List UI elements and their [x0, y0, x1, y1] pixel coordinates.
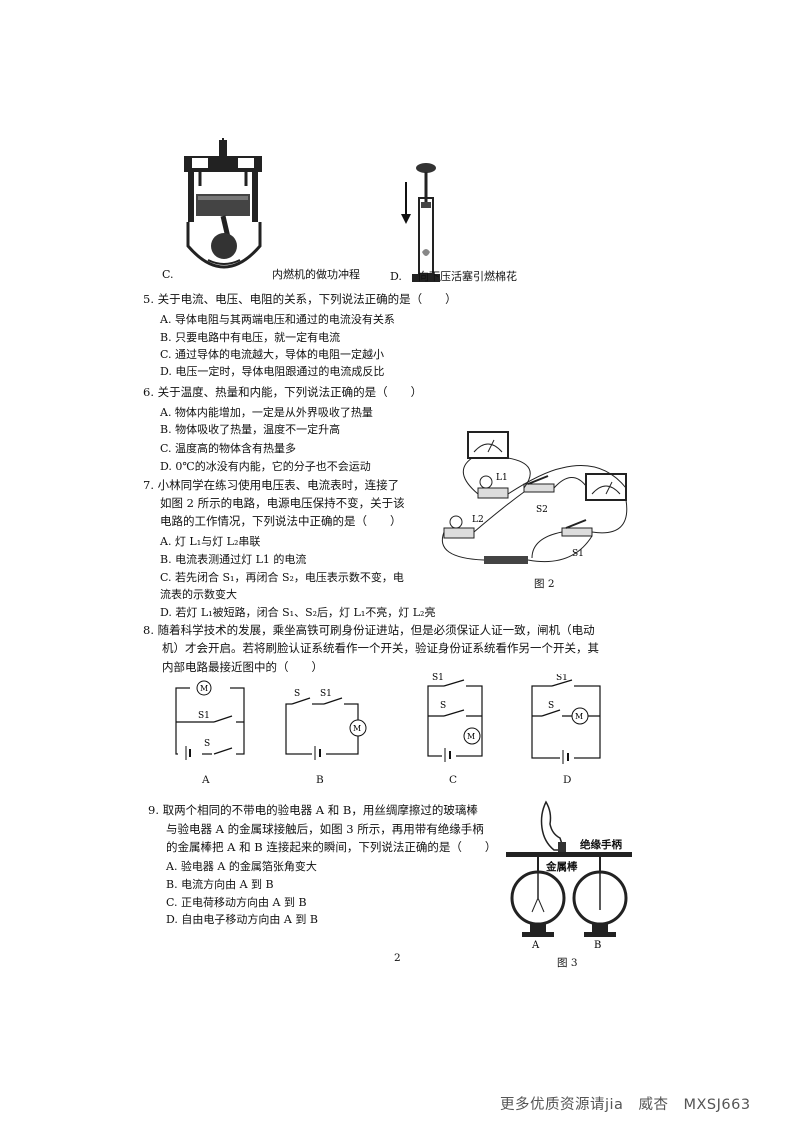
circuit-d: S1 S M [528, 673, 608, 764]
q7-option-a: A. 灯 L₁与灯 L₂串联 [160, 535, 261, 548]
circuit-a-label: A [202, 774, 210, 786]
figure-2-label-l2: L2 [472, 515, 484, 525]
q8-stem-line-2: 机）才会开启。若将刷脸认证系统看作一个开关，验证身份证系统看作另一个开关，其 [162, 641, 599, 655]
figure-2-label-l1: L1 [496, 473, 508, 483]
figure-2-circuit: L1 S2 L2 S1 [432, 428, 632, 588]
q7-option-c-cont: 流表的示数变大 [160, 588, 237, 601]
circuit-b-s: S [294, 689, 300, 699]
q9-option-b: B. 电流方向由 A 到 B [166, 878, 274, 891]
circuit-a-s1: S1 [198, 711, 210, 721]
q9-option-c: C. 正电荷移动方向由 A 到 B [166, 896, 307, 909]
circuit-c: S1 S M [422, 672, 492, 762]
q7-option-c: C. 若先闭合 S₁，再闭合 S₂，电压表示数不变，电 [160, 571, 404, 584]
q9-stem-line-3: 的金属棒把 A 和 B 连接起来的瞬间，下列说法正确的是（ ） [166, 840, 497, 854]
circuit-b-label: B [316, 774, 324, 786]
figure-2-label-s1: S1 [572, 549, 584, 559]
page-number: 2 [394, 952, 401, 964]
q5-stem: 5. 关于电流、电压、电阻的关系，下列说法正确的是（ ） [143, 292, 457, 306]
q5-option-d: D. 电压一定时，导体电阻跟通过的电流成反比 [160, 365, 385, 378]
figure-3-caption: 图 3 [557, 957, 578, 969]
q6-option-b: B. 物体吸收了热量，温度不一定升高 [160, 423, 341, 436]
q6-option-d: D. 0℃的冰没有内能，它的分子也不会运动 [160, 460, 371, 473]
circuit-d-label: D [563, 774, 572, 786]
q6-option-c: C. 温度高的物体含有热量多 [160, 442, 297, 455]
figure-2-caption: 图 2 [534, 578, 555, 590]
circuit-d-motor: M [575, 712, 583, 721]
q5-option-b: B. 只要电路中有电压，就一定有电流 [160, 331, 341, 344]
figure-3-handle-label: 绝缘手柄 [580, 839, 622, 851]
air-piston-figure [400, 162, 442, 286]
q9-option-a: A. 验电器 A 的金属箔张角变大 [166, 860, 317, 873]
q4-option-c-text: 内燃机的做功冲程 [272, 268, 360, 281]
q9-option-d: D. 自由电子移动方向由 A 到 B [166, 913, 318, 926]
q4-option-d-text: 向下压活塞引燃棉花 [418, 270, 517, 283]
circuit-c-label: C [449, 774, 458, 786]
q8-stem-line-3: 内部电路最接近图中的（ ） [162, 660, 323, 674]
q5-option-a: A. 导体电阻与其两端电压和通过的电流没有关系 [160, 313, 395, 326]
circuit-b-s1: S1 [320, 689, 332, 699]
circuit-b-motor: M [353, 724, 361, 733]
figure-2-label-s2: S2 [536, 505, 548, 515]
q9-stem-line-1: 9. 取两个相同的不带电的验电器 A 和 B，用丝绸摩擦过的玻璃棒 [148, 803, 478, 817]
q7-stem-line-2: 如图 2 所示的电路，电源电压保持不变，关于该 [160, 496, 405, 510]
figure-3-label-b: B [594, 940, 601, 951]
circuit-a: M S1 S [170, 680, 250, 762]
footer-watermark: 更多优质资源请jia 威杏 MXSJ663 [500, 1097, 751, 1113]
circuit-b: S S1 M [282, 688, 372, 760]
circuit-c-s1: S1 [432, 673, 444, 683]
figure-3-label-a: A [531, 940, 540, 951]
circuit-d-s1: S1 [556, 674, 568, 683]
figure-3-rod-label: 金属棒 [546, 861, 578, 873]
q6-option-a: A. 物体内能增加，一定是从外界吸收了热量 [160, 406, 373, 419]
q9-stem-line-2: 与验电器 A 的金属球接触后，如图 3 所示，再用带有绝缘手柄 [166, 822, 484, 836]
q8-stem-line-1: 8. 随着科学技术的发展，乘坐高铁可刷身份证进站，但是必须保证人证一致，闸机（电… [143, 623, 595, 637]
q6-stem: 6. 关于温度、热量和内能，下列说法正确的是（ ） [143, 385, 423, 399]
circuit-c-s: S [440, 701, 446, 711]
circuit-c-motor: M [467, 732, 475, 741]
q7-option-b: B. 电流表测通过灯 L1 的电流 [160, 553, 307, 566]
q4-option-d-label: D. [390, 270, 402, 283]
circuit-a-motor: M [200, 684, 208, 693]
engine-figure [178, 138, 270, 280]
q7-stem-line-1: 7. 小林同学在练习使用电压表、电流表时，连接了 [143, 478, 400, 492]
q4-option-c-label: C. [162, 268, 174, 281]
q5-option-c: C. 通过导体的电流越大，导体的电阻一定越小 [160, 348, 385, 361]
q7-stem-line-3: 电路的工作情况，下列说法中正确的是（ ） [160, 514, 402, 528]
circuit-d-s: S [548, 701, 554, 711]
figure-3-electroscopes: A B [500, 800, 640, 952]
q7-option-d: D. 若灯 L₁被短路，闭合 S₁、S₂后，灯 L₁不亮，灯 L₂亮 [160, 606, 436, 619]
circuit-a-s: S [204, 739, 210, 749]
